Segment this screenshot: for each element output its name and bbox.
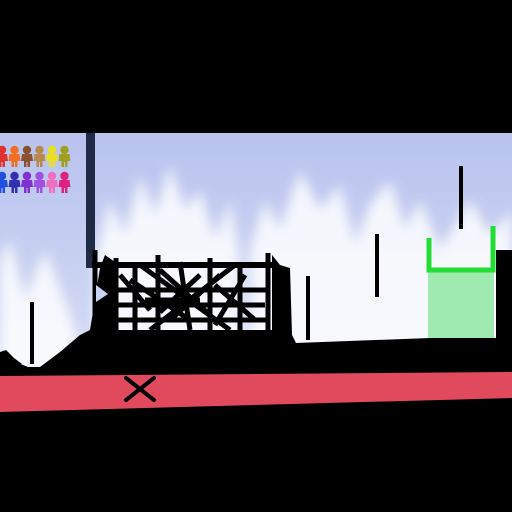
- standing-sticks[interactable]: [30, 166, 512, 364]
- left-hill: [0, 350, 22, 364]
- character-figure: [46, 145, 58, 167]
- character-figure: [58, 145, 71, 167]
- arrow-marker: [96, 285, 108, 302]
- x-mark-icon: [124, 376, 156, 402]
- character-figure: [21, 145, 33, 167]
- top-wall: [0, 0, 512, 133]
- character-figure: [8, 171, 21, 193]
- character-figure: [0, 171, 8, 193]
- divider-pole: [86, 133, 95, 268]
- character-figure: [21, 171, 33, 193]
- character-figure: [58, 171, 71, 193]
- character-row-bottom: [0, 171, 71, 193]
- stick-net[interactable]: [92, 250, 272, 336]
- goal-container: [426, 226, 496, 338]
- character-row-top: [0, 145, 71, 167]
- character-figure: [46, 171, 58, 193]
- character-figure: [0, 145, 8, 167]
- character-figure: [33, 145, 46, 167]
- character-figure: [33, 171, 46, 193]
- character-figure: [8, 145, 21, 167]
